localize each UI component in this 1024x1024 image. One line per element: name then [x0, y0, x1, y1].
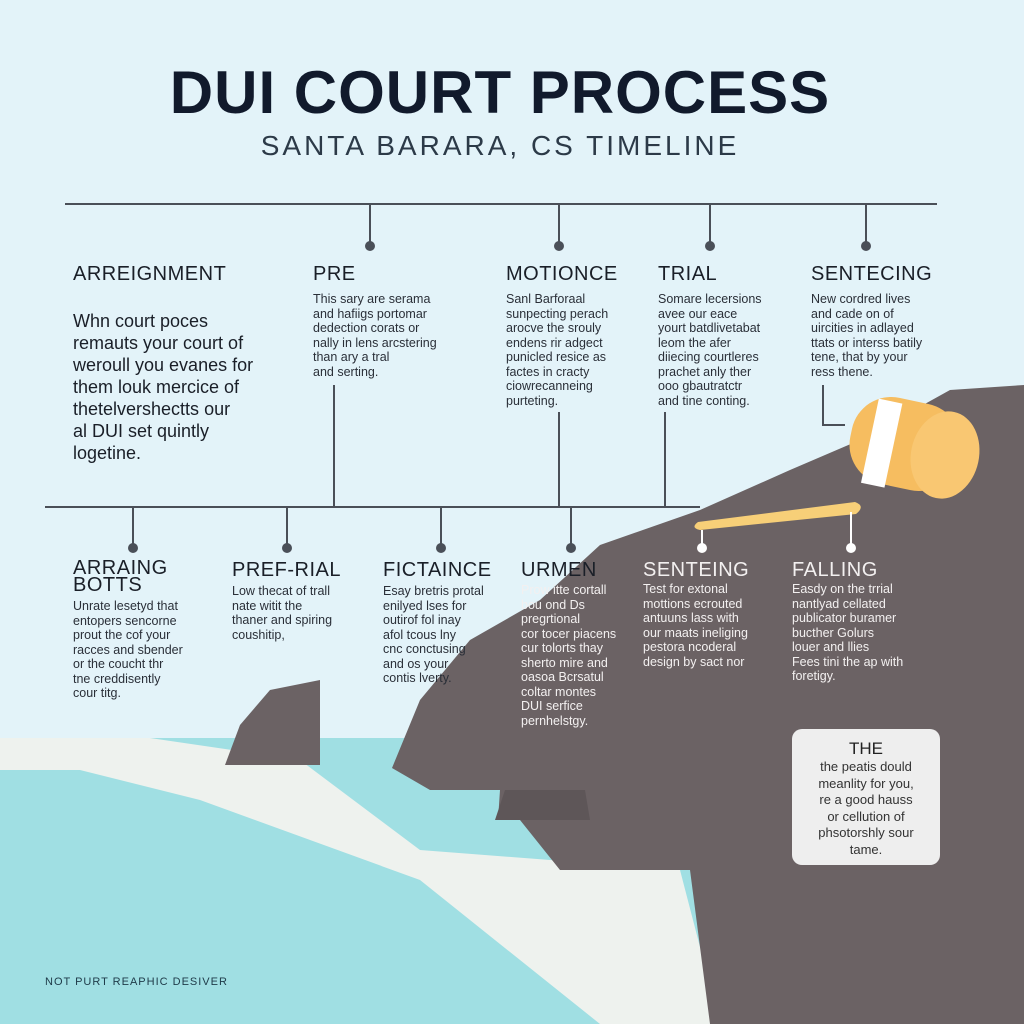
rock-ledge — [495, 790, 590, 820]
step-body: Low thecat of trall nate witit the thane… — [232, 584, 333, 642]
step-title: TRIAL — [658, 263, 718, 285]
step-title: URMEN — [521, 559, 597, 581]
beach — [0, 738, 720, 1024]
step-body: This sary are serama and hafiigs portoma… — [313, 292, 437, 379]
note-title: THE — [849, 739, 883, 758]
step-title: PRE — [313, 263, 356, 285]
step-title: ARREIGNMENT — [73, 263, 227, 285]
timeline-dots — [128, 241, 871, 553]
step-body: Unrate lesetyd that entopers sencorne pr… — [73, 599, 183, 700]
step-body: Prow itte cortall bou ond Ds pregrtional… — [521, 583, 617, 728]
step-body: Whn court poces remauts your court of we… — [73, 311, 254, 463]
step-body: Test for extonal mottions ecrouted antuu… — [643, 582, 748, 669]
step-title: SENTEING — [643, 559, 750, 581]
step-title: PREF-RIAL — [232, 559, 341, 581]
step-title: SENTECING — [811, 263, 933, 285]
note-card: THE the peatis dould meanlity for you, r… — [792, 729, 940, 865]
step-title: FICTAINCE — [383, 559, 492, 581]
step-body: Somare lecersions avee our eace yourt ba… — [658, 292, 762, 408]
page-subtitle: SANTA BARARA, CS TIMELINE — [260, 130, 740, 161]
gavel-icon — [694, 396, 980, 530]
step-title: MOTIONCE — [506, 263, 618, 285]
step-body: Sanl Barforaal sunpecting perach arocve … — [506, 292, 609, 408]
page-title: DUI COURT PROCESS — [169, 59, 831, 126]
rock-small — [225, 680, 320, 765]
note-body: the peatis dould meanlity for you, re a … — [818, 759, 914, 857]
step-body: Esay bretris protal enilyed lses for out… — [383, 584, 484, 685]
step-title: FALLING — [792, 559, 878, 581]
step-body: New cordred lives and cade on of uirciti… — [811, 292, 923, 379]
step-body: Easdy on the trrial nantlyad cellated pu… — [792, 582, 904, 683]
step-title: ARRAING BOTTS — [73, 557, 168, 596]
footer-text: NOT PURT REAPHIC DESIVER — [45, 976, 228, 988]
timeline-lines — [45, 203, 937, 548]
